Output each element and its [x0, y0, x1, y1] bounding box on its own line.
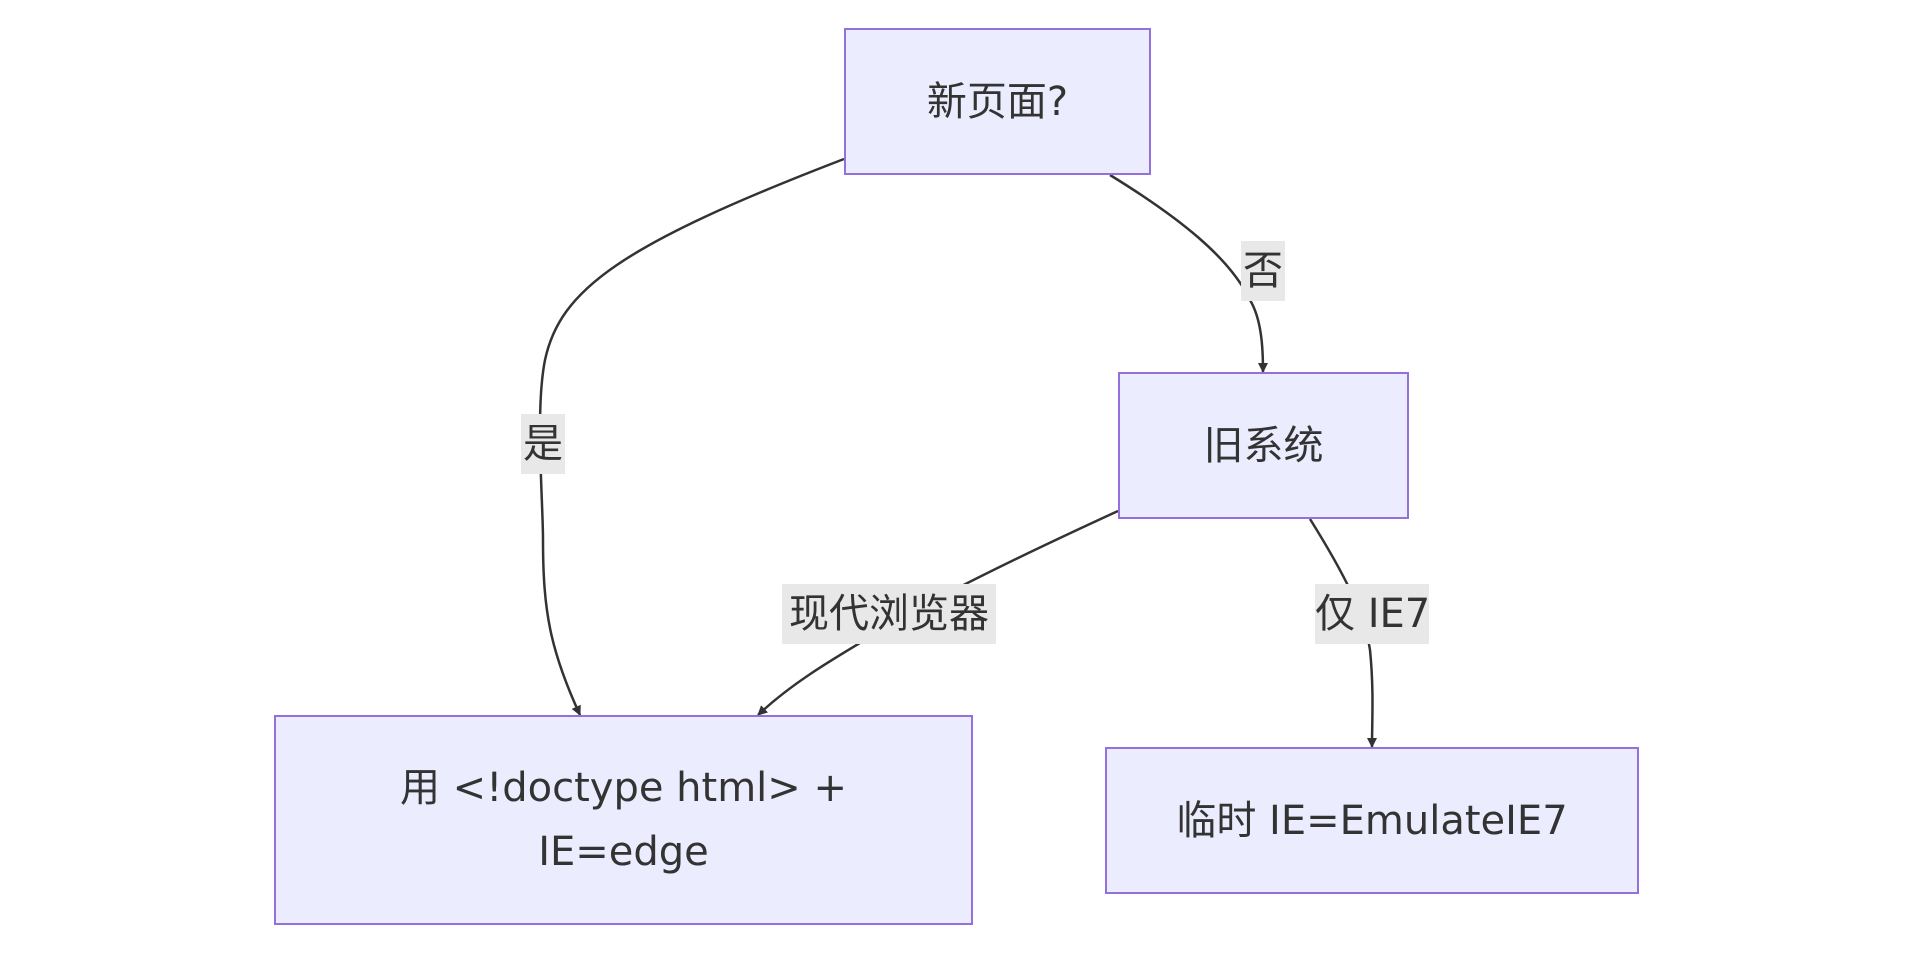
node-use-doctype: 用 <!doctype html> + IE=edge [274, 715, 973, 925]
node-use-doctype-line1: 用 <!doctype html> + [399, 765, 848, 811]
node-use-doctype-line2: IE=edge [538, 829, 709, 875]
node-new-page-label: 新页面? [926, 78, 1069, 125]
node-new-page: 新页面? [844, 28, 1151, 175]
node-legacy-system-label: 旧系统 [1203, 422, 1324, 469]
edge-yes [538, 157, 845, 716]
edge-label-yes: 是 [521, 414, 565, 474]
edge-ie7-only [1308, 518, 1378, 748]
edge-label-ie7-only: 仅 IE7 [1315, 584, 1430, 644]
edge-label-no: 否 [1241, 241, 1285, 301]
node-temp-emulate: 临时 IE=EmulateIE7 [1105, 747, 1639, 894]
edge-label-modern-browser: 现代浏览器 [782, 584, 996, 644]
node-temp-emulate-label: 临时 IE=EmulateIE7 [1176, 797, 1568, 844]
node-legacy-system: 旧系统 [1118, 372, 1409, 519]
